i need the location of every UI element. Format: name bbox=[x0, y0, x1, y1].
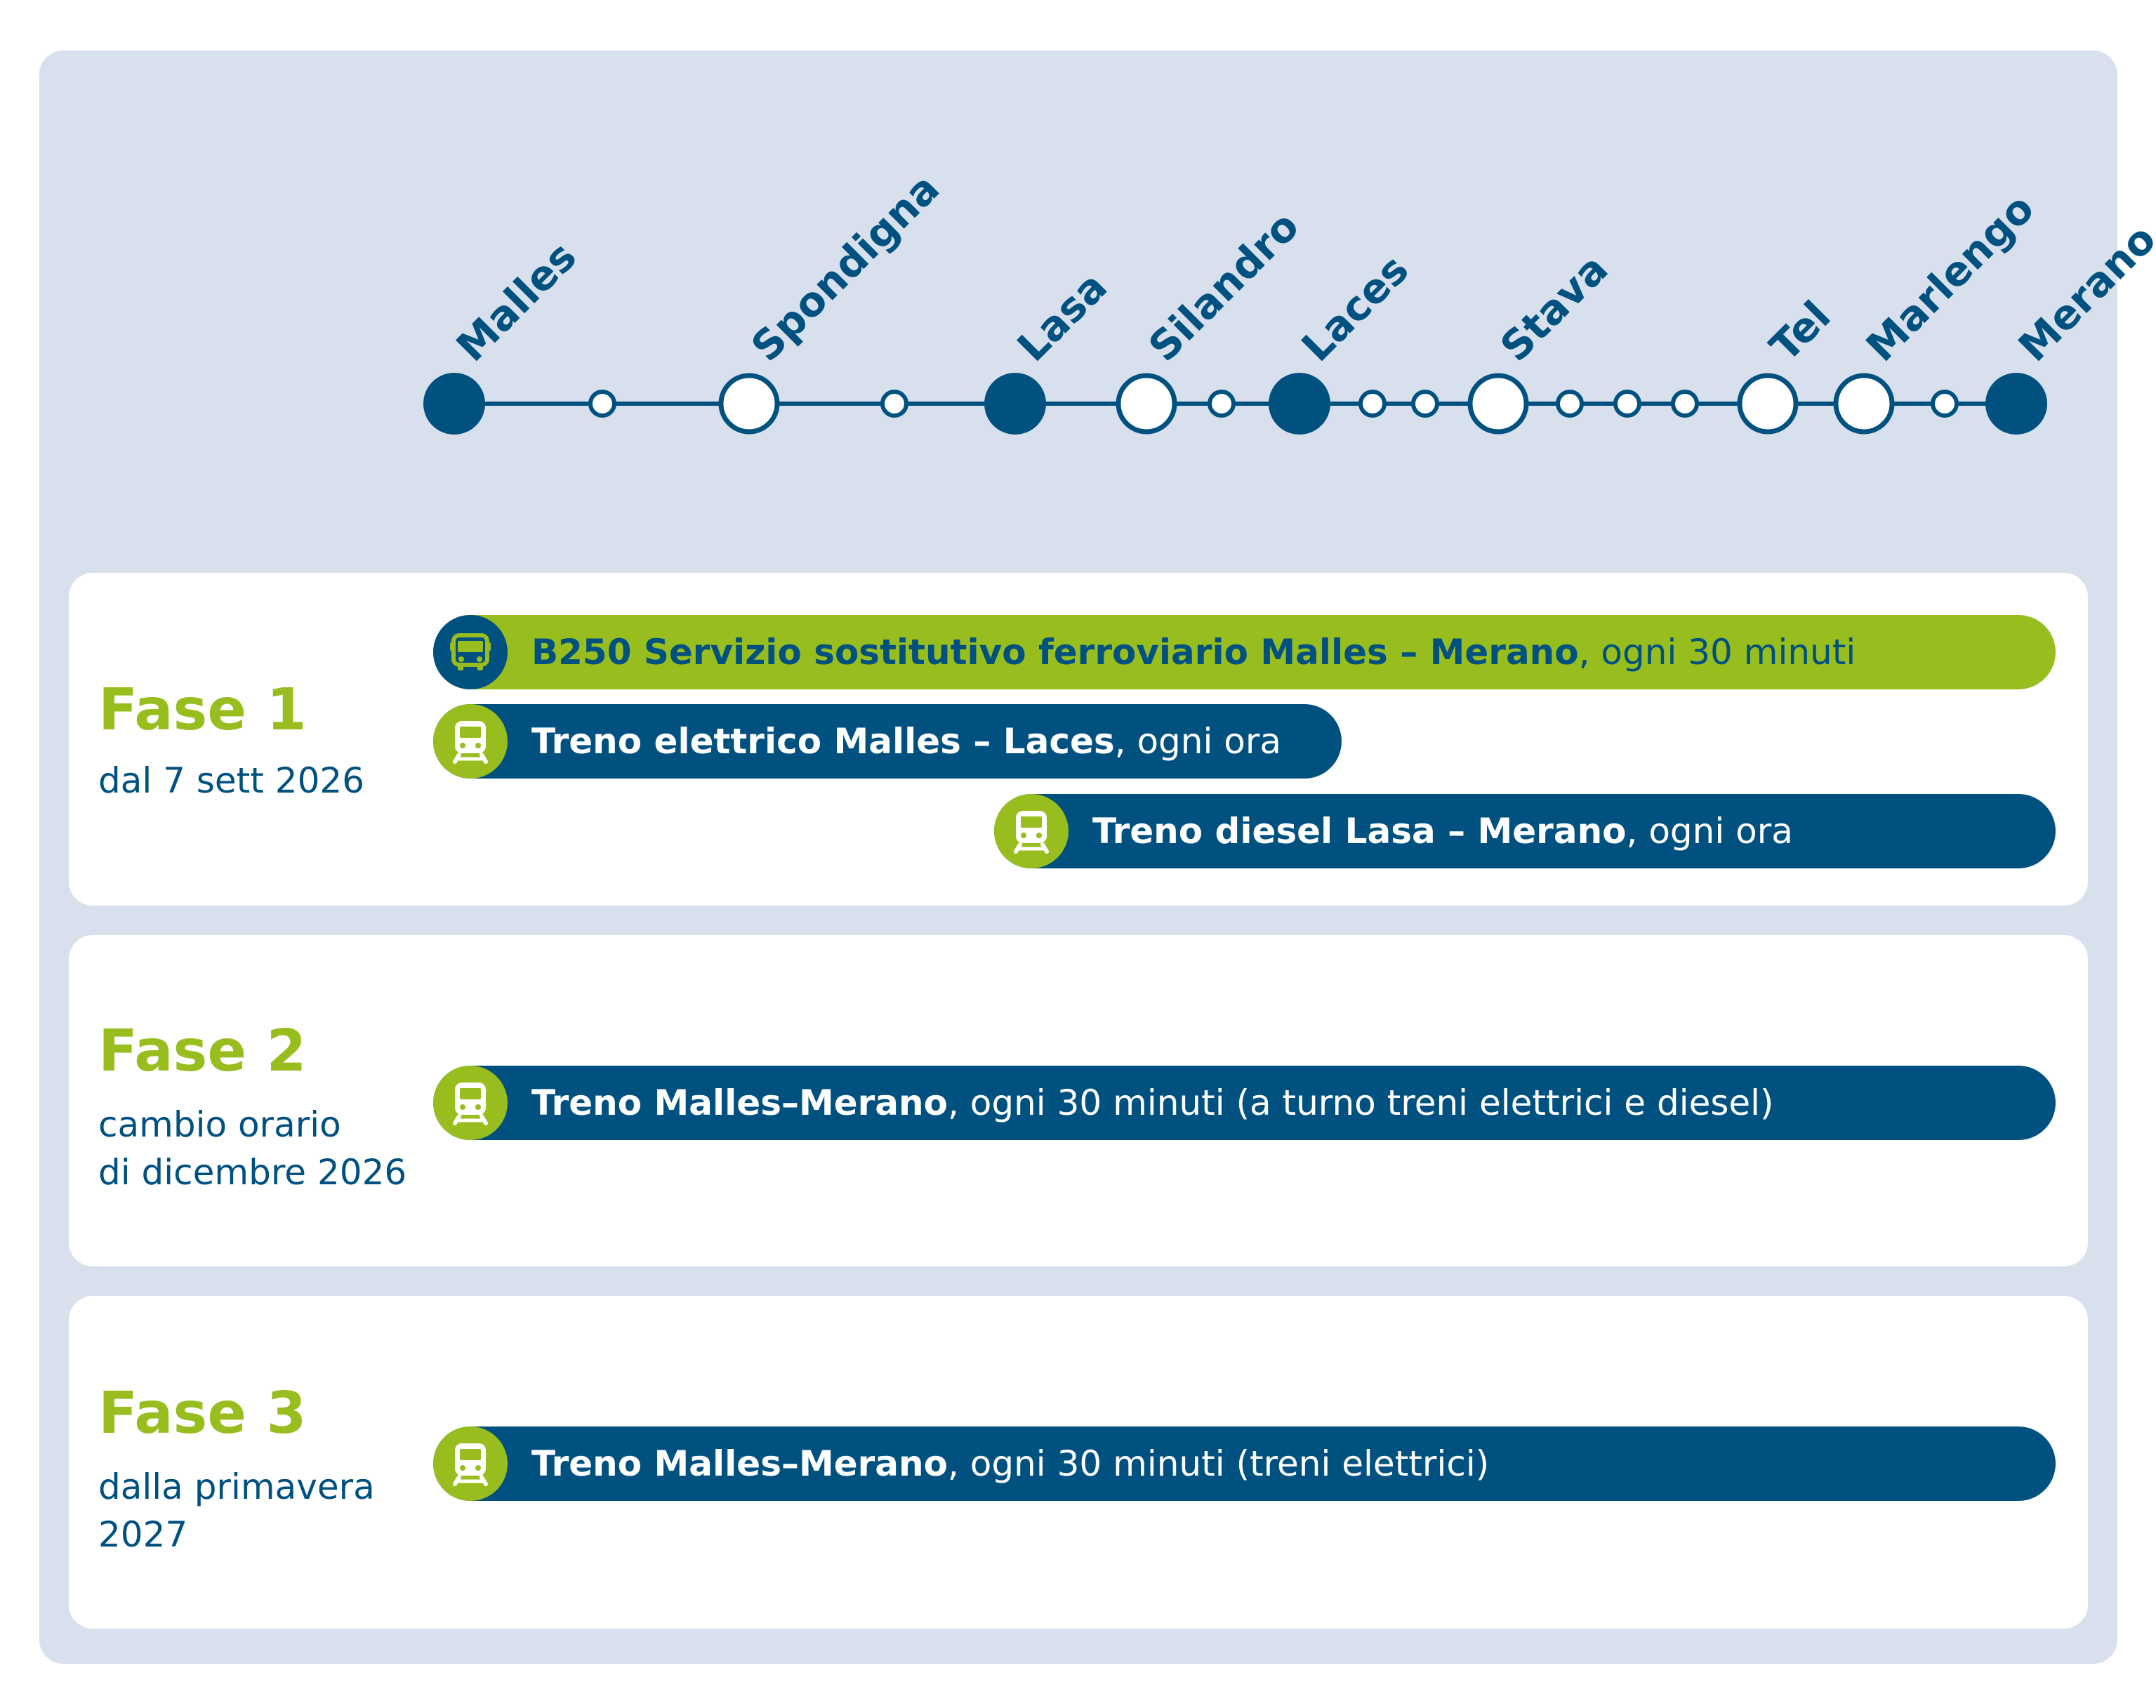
phase-title: Fase 1 bbox=[98, 677, 307, 743]
railway-line-diagram bbox=[423, 373, 2047, 435]
service-label: Treno elettrico Malles – Laces, ogni ora bbox=[531, 721, 1281, 762]
minor-stop-marker bbox=[1613, 390, 1641, 418]
service-bar: Treno elettrico Malles – Laces, ogni ora bbox=[433, 704, 1342, 779]
service-bar: Treno Malles–Merano, ogni 30 minuti (a t… bbox=[433, 1066, 2056, 1140]
train-icon bbox=[433, 704, 508, 779]
minor-stop-marker bbox=[1208, 390, 1236, 418]
station-marker-laces bbox=[1269, 373, 1330, 435]
phase-subtitle: cambio orario di dicembre 2026 bbox=[98, 1104, 407, 1193]
service-frequency: , ogni 30 minuti bbox=[1578, 632, 1856, 673]
minor-stop-marker bbox=[1931, 390, 1959, 418]
service-label: Treno diesel Lasa – Merano, ogni ora bbox=[1092, 811, 1793, 852]
service-bar: Treno Malles–Merano, ogni 30 minuti (tre… bbox=[433, 1426, 2056, 1501]
phase-subtitle: dal 7 sett 2026 bbox=[98, 760, 365, 801]
phase-title: Fase 2 bbox=[98, 1018, 307, 1085]
minor-stop-marker bbox=[588, 390, 616, 418]
service-label: Treno Malles–Merano, ogni 30 minuti (a t… bbox=[531, 1083, 1774, 1123]
service-name: Treno diesel Lasa – Merano bbox=[1092, 811, 1627, 852]
service-frequency: , ogni 30 minuti (a turno treni elettric… bbox=[948, 1083, 1774, 1123]
station-marker-stava bbox=[1467, 373, 1529, 435]
service-name: Treno Malles–Merano bbox=[531, 1443, 948, 1484]
service-name: Treno Malles–Merano bbox=[531, 1083, 948, 1123]
train-icon bbox=[433, 1426, 508, 1501]
station-marker-lasa bbox=[984, 373, 1046, 435]
station-marker-malles bbox=[423, 373, 485, 435]
service-label: B250 Servizio sostitutivo ferroviario Ma… bbox=[531, 632, 1856, 673]
station-marker-spondigna bbox=[718, 373, 780, 435]
minor-stop-marker bbox=[1411, 390, 1439, 418]
service-frequency: , ogni ora bbox=[1626, 811, 1793, 852]
phase-subtitle: dalla primavera 2027 bbox=[98, 1467, 375, 1555]
service-frequency: , ogni 30 minuti (treni elettrici) bbox=[948, 1443, 1490, 1484]
phase-title: Fase 3 bbox=[98, 1380, 307, 1447]
service-name: Treno elettrico Malles – Laces bbox=[531, 721, 1115, 762]
minor-stop-marker bbox=[1556, 390, 1584, 418]
service-bar: B250 Servizio sostitutivo ferroviario Ma… bbox=[433, 615, 2056, 689]
train-icon bbox=[433, 1066, 508, 1140]
service-frequency: , ogni ora bbox=[1114, 721, 1282, 762]
train-icon bbox=[994, 794, 1069, 868]
service-bar: Treno diesel Lasa – Merano, ogni ora bbox=[994, 794, 2056, 868]
minor-stop-marker bbox=[1358, 390, 1387, 418]
station-marker-merano bbox=[1985, 373, 2047, 435]
minor-stop-marker bbox=[880, 390, 908, 418]
bus-icon bbox=[433, 615, 508, 689]
station-marker-tel bbox=[1737, 373, 1799, 435]
service-label: Treno Malles–Merano, ogni 30 minuti (tre… bbox=[531, 1443, 1489, 1484]
service-name: B250 Servizio sostitutivo ferroviario Ma… bbox=[531, 632, 1579, 673]
station-marker-marlengo bbox=[1833, 373, 1895, 435]
minor-stop-marker bbox=[1671, 390, 1699, 418]
station-marker-silandro bbox=[1116, 373, 1177, 435]
